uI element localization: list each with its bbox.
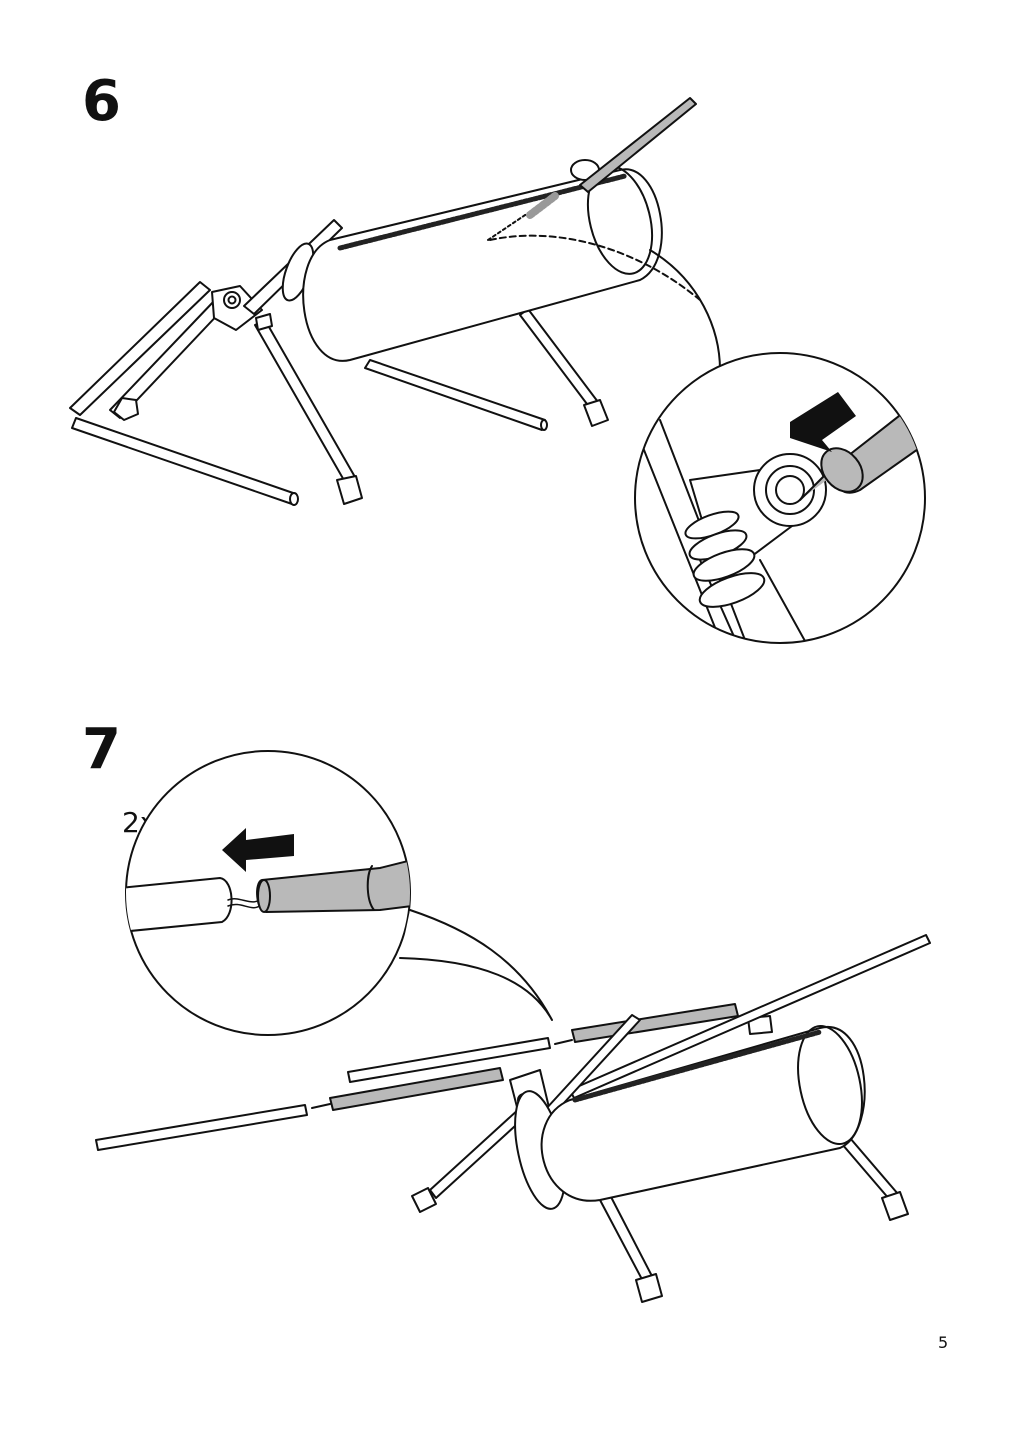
white-tube-lower xyxy=(95,1104,308,1151)
push-arrow-icon xyxy=(790,392,856,452)
step-7-number: 7 xyxy=(82,717,121,782)
step-6-illustration xyxy=(69,97,926,644)
right-leg xyxy=(519,308,599,409)
push-arrow-icon xyxy=(222,828,294,872)
white-tube-upper xyxy=(347,1037,551,1083)
cushion-roll xyxy=(302,165,701,362)
detail-leader xyxy=(649,249,721,371)
step-7-illustration xyxy=(95,750,931,1303)
page-number: 5 xyxy=(938,1333,949,1352)
grey-rod xyxy=(579,97,697,193)
detail-view-7 xyxy=(125,750,553,1036)
upper-tube xyxy=(569,934,931,1099)
grey-tube-lower xyxy=(329,1067,504,1111)
front-leg xyxy=(599,1194,655,1286)
left-leg xyxy=(429,1107,527,1199)
detail-view-6 xyxy=(634,352,926,644)
cushion-roll xyxy=(514,1024,866,1210)
bottom-tube xyxy=(364,359,546,431)
white-tube-end xyxy=(126,877,233,933)
step-6-number: 6 xyxy=(82,69,121,134)
tube-thread xyxy=(684,510,766,608)
left-frame-tubes xyxy=(69,281,299,506)
hole-eyelet xyxy=(753,453,827,527)
detail-leader xyxy=(399,909,553,1021)
hinge-bracket xyxy=(211,285,273,331)
